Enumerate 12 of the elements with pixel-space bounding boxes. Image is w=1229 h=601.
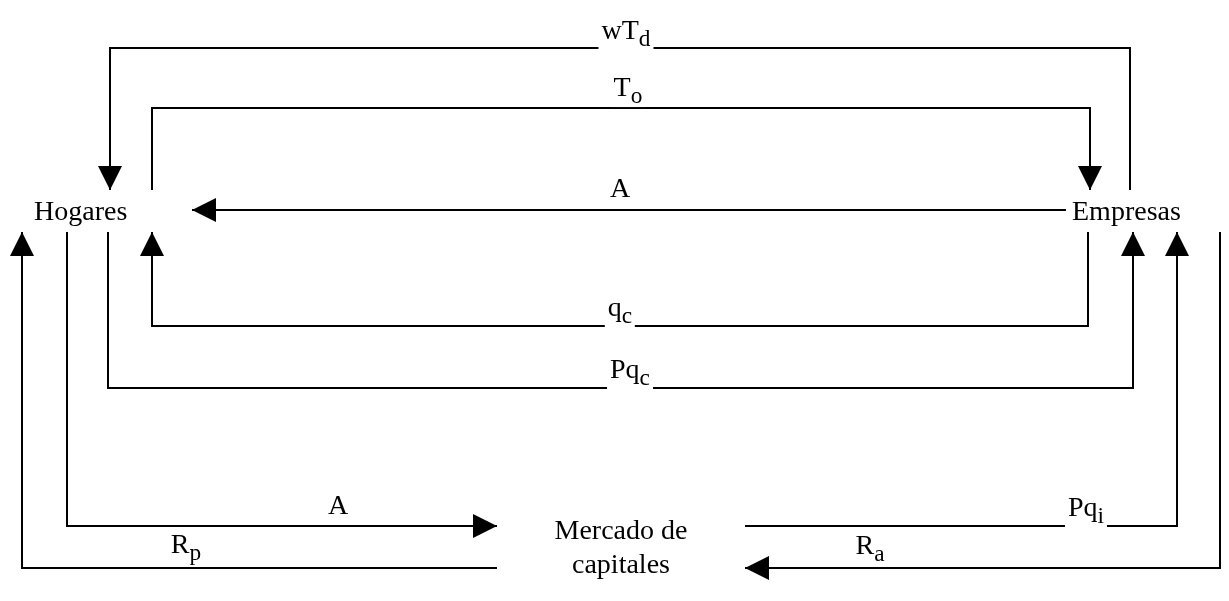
- arrow: [66, 231, 498, 538]
- arrow: [191, 198, 1067, 222]
- node-label: Empresas: [1072, 194, 1181, 228]
- arrow: [151, 107, 1102, 191]
- node-label: Hogares: [34, 194, 128, 228]
- arrow: [107, 231, 1145, 389]
- arrow: [98, 47, 1131, 191]
- arrow: [744, 231, 1221, 580]
- node-label: Mercado de capitales: [553, 513, 689, 581]
- arrow: [10, 231, 498, 569]
- arrow: [140, 231, 1089, 327]
- arrow: [744, 231, 1189, 527]
